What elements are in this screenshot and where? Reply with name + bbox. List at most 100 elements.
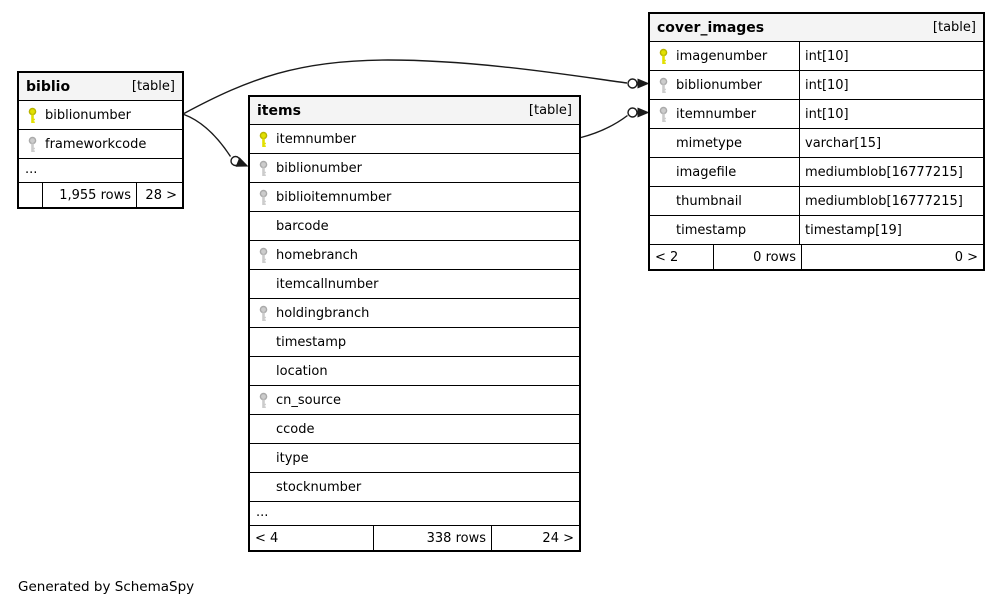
- column-name: frameworkcode: [45, 136, 147, 152]
- table-name[interactable]: biblio: [26, 78, 71, 95]
- column-type: int[10]: [805, 48, 849, 64]
- column-row-biblionumber: biblionumber: [19, 101, 182, 130]
- column-name-cell: mimetype: [650, 129, 800, 157]
- index-key-icon: [258, 160, 275, 177]
- column-name: thumbnail: [676, 193, 742, 209]
- column-row-itemnumber: itemnumber: [250, 125, 579, 154]
- column-name: biblionumber: [45, 107, 132, 123]
- column-type: mediumblob[16777215]: [805, 164, 963, 180]
- column-row-ccode: ccode: [250, 415, 579, 444]
- footer-right: 28 >: [145, 187, 177, 203]
- edge-circle: [627, 78, 638, 89]
- column-row-itemnumber: itemnumber int[10]: [650, 100, 983, 129]
- column-name: cn_source: [276, 392, 342, 408]
- column-name: biblionumber: [676, 77, 763, 93]
- index-key-icon: [258, 305, 275, 322]
- column-name: imagefile: [676, 164, 737, 180]
- column-name: mimetype: [676, 135, 742, 151]
- edge-arrowhead-icon: [235, 157, 249, 167]
- footer-left: < 2: [650, 245, 714, 269]
- index-key-icon: [258, 392, 275, 409]
- column-name: stocknumber: [276, 479, 362, 495]
- column-row-itemcallnumber: itemcallnumber: [250, 270, 579, 299]
- column-name-cell: location: [250, 357, 328, 385]
- column-name: holdingbranch: [276, 305, 370, 321]
- footer-row-count: 338 rows: [374, 526, 492, 550]
- column-name: ccode: [276, 421, 315, 437]
- column-type: int[10]: [805, 106, 849, 122]
- table-header-cover_images[interactable]: cover_images [table]: [650, 14, 983, 42]
- table-header-items[interactable]: items [table]: [250, 97, 579, 125]
- column-row-location: location: [250, 357, 579, 386]
- column-row-cn_source: cn_source: [250, 386, 579, 415]
- column-name-cell: biblionumber: [250, 154, 362, 182]
- more-columns-ellipsis: ...: [19, 159, 182, 183]
- edge-circle: [627, 107, 638, 118]
- column-name-cell: itemnumber: [250, 125, 356, 153]
- footer-right: 0 >: [954, 249, 978, 265]
- column-name-cell: frameworkcode: [19, 130, 146, 158]
- column-name-cell: itype: [250, 444, 309, 472]
- column-name: itemcallnumber: [276, 276, 379, 292]
- column-row-biblioitemnumber: biblioitemnumber: [250, 183, 579, 212]
- index-key-icon: [258, 189, 275, 206]
- column-name: itemnumber: [276, 131, 357, 147]
- column-type: varchar[15]: [805, 135, 882, 151]
- index-key-icon: [658, 106, 675, 123]
- table-footer: < 2 0 rows 0 >: [650, 245, 983, 269]
- column-row-frameworkcode: frameworkcode: [19, 130, 182, 159]
- column-name-cell: timestamp: [650, 216, 800, 244]
- column-name-cell: itemcallnumber: [250, 270, 378, 298]
- index-key-icon: [27, 136, 44, 153]
- table-type-label: [table]: [932, 20, 976, 35]
- column-type: mediumblob[16777215]: [805, 193, 963, 209]
- column-name-cell: biblionumber: [650, 71, 800, 99]
- generated-by-caption: Generated by SchemaSpy: [18, 579, 195, 595]
- table-biblio: biblio [table] biblionumber frameworkcode…: [17, 71, 184, 209]
- footer-left: < 4: [250, 526, 374, 550]
- primary-key-icon: [258, 131, 275, 148]
- column-row-imagefile: imagefile mediumblob[16777215]: [650, 158, 983, 187]
- column-row-imagenumber: imagenumber int[10]: [650, 42, 983, 71]
- edge-circle: [230, 155, 241, 167]
- column-row-timestamp: timestamp: [250, 328, 579, 357]
- table-header-biblio[interactable]: biblio [table]: [19, 73, 182, 101]
- edge-items-itemnumber-to-cover_images-itemnumber: [580, 107, 650, 139]
- column-row-mimetype: mimetype varchar[15]: [650, 129, 983, 158]
- column-row-barcode: barcode: [250, 212, 579, 241]
- column-name-cell: thumbnail: [650, 187, 800, 215]
- footer-row-count: 0 rows: [714, 245, 802, 269]
- column-name-cell: itemnumber: [650, 100, 800, 128]
- column-row-thumbnail: thumbnail mediumblob[16777215]: [650, 187, 983, 216]
- edge-biblio-biblionumber-to-items-biblionumber: [183, 113, 249, 167]
- footer-left: [19, 183, 43, 207]
- footer-row-count: 1,955 rows: [43, 183, 137, 207]
- column-row-homebranch: homebranch: [250, 241, 579, 270]
- column-name: timestamp: [676, 222, 747, 238]
- column-name-cell: holdingbranch: [250, 299, 369, 327]
- table-name[interactable]: cover_images: [657, 19, 765, 36]
- table-name[interactable]: items: [257, 102, 301, 119]
- column-type: int[10]: [805, 77, 849, 93]
- table-footer: 1,955 rows 28 >: [19, 183, 182, 207]
- index-key-icon: [658, 77, 675, 94]
- primary-key-icon: [27, 107, 44, 124]
- column-row-holdingbranch: holdingbranch: [250, 299, 579, 328]
- column-name-cell: biblioitemnumber: [250, 183, 391, 211]
- column-name: barcode: [276, 218, 329, 234]
- column-name-cell: imagefile: [650, 158, 800, 186]
- column-name: location: [276, 363, 328, 379]
- column-name-cell: cn_source: [250, 386, 341, 414]
- column-name-cell: ccode: [250, 415, 315, 443]
- more-columns-ellipsis: ...: [250, 502, 579, 526]
- column-name-cell: imagenumber: [650, 42, 800, 70]
- column-name-cell: homebranch: [250, 241, 358, 269]
- column-name: imagenumber: [676, 48, 768, 64]
- table-cover_images: cover_images [table] imagenumber int[10] b…: [648, 12, 985, 271]
- column-name: itype: [276, 450, 309, 466]
- column-name: itemnumber: [676, 106, 757, 122]
- column-row-itype: itype: [250, 444, 579, 473]
- index-key-icon: [258, 247, 275, 264]
